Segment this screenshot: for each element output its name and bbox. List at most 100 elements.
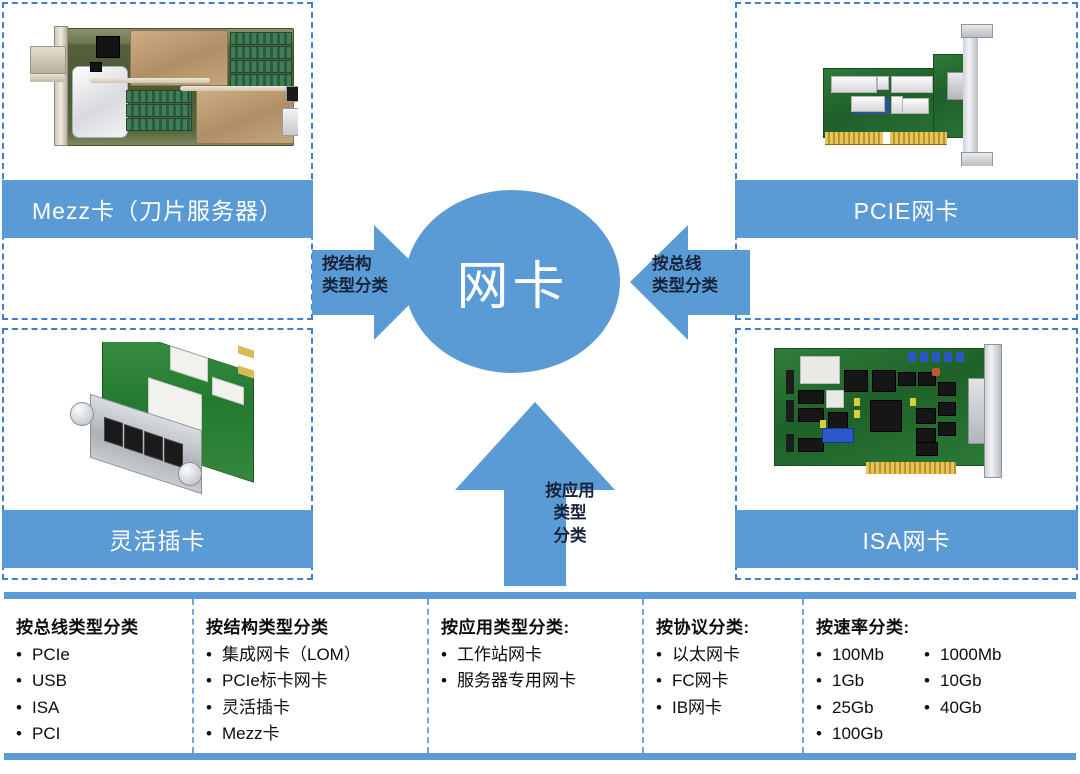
bullet-list: • 以太网卡 • FC网卡 • IB网卡 <box>656 642 802 721</box>
list-item: • 以太网卡 <box>656 642 802 668</box>
list-item: • 工作站网卡 <box>441 642 642 668</box>
list-item-label: ISA <box>32 697 60 717</box>
list-item-label: 100Gb <box>832 724 884 744</box>
column-title: 按总线类型分类 <box>16 618 139 637</box>
list-item: •USB <box>16 668 192 694</box>
list-item-label: 灵活插卡 <box>222 697 290 717</box>
bullet-icon: • <box>16 645 22 664</box>
center-node-network-card: 网卡 <box>405 190 620 373</box>
list-item-label: 25Gb <box>832 697 874 717</box>
bullet-icon: • <box>206 697 212 717</box>
list-item-label: 10Gb <box>940 671 982 691</box>
panel-column-speed: 按速率分类: • 100Mb • 1Gb • 25Gb • 100Gb • 1000Mb … <box>802 599 1076 753</box>
bullet-icon: • <box>656 671 662 691</box>
caption-label: 灵活插卡 <box>109 528 206 554</box>
list-item: • 100Mb <box>816 642 924 668</box>
caption-flexible-card: 灵活插卡 <box>2 510 313 568</box>
bullet-icon: • <box>816 645 822 664</box>
list-item: • 灵活插卡 <box>206 695 427 721</box>
bullet-icon: • <box>16 697 22 717</box>
list-item-label: PCIe标卡网卡 <box>222 671 328 691</box>
arrow-up-pointing-application <box>455 402 615 586</box>
bullet-icon: • <box>441 671 447 691</box>
column-title: 按协议分类: <box>656 618 750 637</box>
list-item: • 服务器专用网卡 <box>441 668 642 694</box>
caption-label: ISA网卡 <box>862 528 951 554</box>
bullet-list-speed-secondary: • 1000Mb • 10Gb • 40Gb <box>924 642 1032 747</box>
bullet-icon: • <box>206 671 212 691</box>
caption-label: PCIE网卡 <box>853 198 960 224</box>
list-item-label: 100Mb <box>832 645 884 664</box>
bullet-icon: • <box>816 724 822 744</box>
list-item-label: 1Gb <box>832 671 865 691</box>
bullet-icon: • <box>16 671 22 691</box>
bullet-icon: • <box>206 724 212 744</box>
list-item: • PCIe标卡网卡 <box>206 668 427 694</box>
list-item: • FC网卡 <box>656 668 802 694</box>
caption-pcie-card: PCIE网卡 <box>735 180 1078 238</box>
list-item-label: PCIe <box>32 645 70 664</box>
list-item-label: 工作站网卡 <box>457 645 542 664</box>
bullet-icon: • <box>206 645 212 664</box>
column-title: 按应用类型分类: <box>441 618 570 637</box>
arrow-right-pointing-structure <box>312 225 432 340</box>
list-item: • 100Gb <box>816 721 924 747</box>
bullet-icon: • <box>656 645 662 664</box>
list-item-label: IB网卡 <box>672 697 723 717</box>
bullet-list-speed-primary: • 100Mb • 1Gb • 25Gb • 100Gb <box>816 642 924 747</box>
center-node-label: 网卡 <box>456 258 569 316</box>
list-item: • 40Gb <box>924 695 1032 721</box>
bullet-icon: • <box>816 697 822 717</box>
bullet-icon: • <box>16 724 22 744</box>
list-item: • 25Gb <box>816 695 924 721</box>
list-item: • Mezz卡 <box>206 721 427 747</box>
list-item-label: 服务器专用网卡 <box>457 671 576 691</box>
list-item: • 10Gb <box>924 668 1032 694</box>
column-title: 按速率分类: <box>816 618 910 637</box>
bullet-list: • PCIe •USB • ISA • PCI <box>16 642 192 747</box>
isa-network-card-photo <box>770 342 1018 497</box>
bullet-icon: • <box>924 645 930 664</box>
flexible-lom-card-photo <box>62 342 274 502</box>
classification-panel: 按总线类型分类 • PCIe •USB • ISA • PCI 按结构类型分类 • 集成… <box>4 592 1076 770</box>
list-item-label: 1000Mb <box>940 645 1002 664</box>
arrow-label-structure: 按结构 类型分类 <box>322 255 388 296</box>
arrow-left-pointing-bus <box>630 225 750 340</box>
list-item-label: 以太网卡 <box>672 645 740 664</box>
bullet-list: • 集成网卡（LOM） • PCIe标卡网卡 • 灵活插卡 • Mezz卡 <box>206 642 427 747</box>
list-item: • 1000Mb <box>924 642 1032 668</box>
caption-mezz-card: Mezz卡（刀片服务器） <box>2 180 313 238</box>
bullet-icon: • <box>441 645 447 664</box>
arrow-label-application: 按应用 类型 分类 <box>545 482 595 545</box>
column-title: 按结构类型分类 <box>206 618 329 637</box>
list-item-label: PCI <box>32 724 61 744</box>
panel-column-structure-type: 按结构类型分类 • 集成网卡（LOM） • PCIe标卡网卡 • 灵活插卡 • Mezz… <box>192 599 427 753</box>
list-item-label: 集成网卡（LOM） <box>222 645 361 664</box>
bullet-icon: • <box>924 697 930 717</box>
list-item: • 1Gb <box>816 668 924 694</box>
panel-bottom-rule <box>4 753 1076 760</box>
pcie-network-card-photo <box>795 24 1020 166</box>
caption-label: Mezz卡（刀片服务器） <box>32 198 283 224</box>
panel-column-application-type: 按应用类型分类: • 工作站网卡 • 服务器专用网卡 <box>427 599 642 753</box>
list-item-label: 40Gb <box>940 697 982 717</box>
panel-column-protocol: 按协议分类: • 以太网卡 • FC网卡 • IB网卡 <box>642 599 802 753</box>
panel-top-rule <box>4 592 1076 599</box>
bullet-icon: • <box>816 671 822 691</box>
list-item: • ISA <box>16 695 192 721</box>
bullet-list: • 工作站网卡 • 服务器专用网卡 <box>441 642 642 695</box>
quadrant-frame-top-right <box>735 2 1078 320</box>
bullet-icon: • <box>924 671 930 691</box>
panel-column-bus-type: 按总线类型分类 • PCIe •USB • ISA • PCI <box>4 599 192 753</box>
mezzanine-card-photo <box>30 22 298 152</box>
list-item: • PCIe <box>16 642 192 668</box>
list-item: • 集成网卡（LOM） <box>206 642 427 668</box>
list-item: • IB网卡 <box>656 695 802 721</box>
arrow-label-bus: 按总线 类型分类 <box>652 255 718 296</box>
caption-isa-card: ISA网卡 <box>735 510 1078 568</box>
bullet-icon: • <box>656 697 662 717</box>
list-item-label: Mezz卡 <box>222 724 280 744</box>
list-item: • PCI <box>16 721 192 747</box>
list-item-label: FC网卡 <box>672 671 729 691</box>
